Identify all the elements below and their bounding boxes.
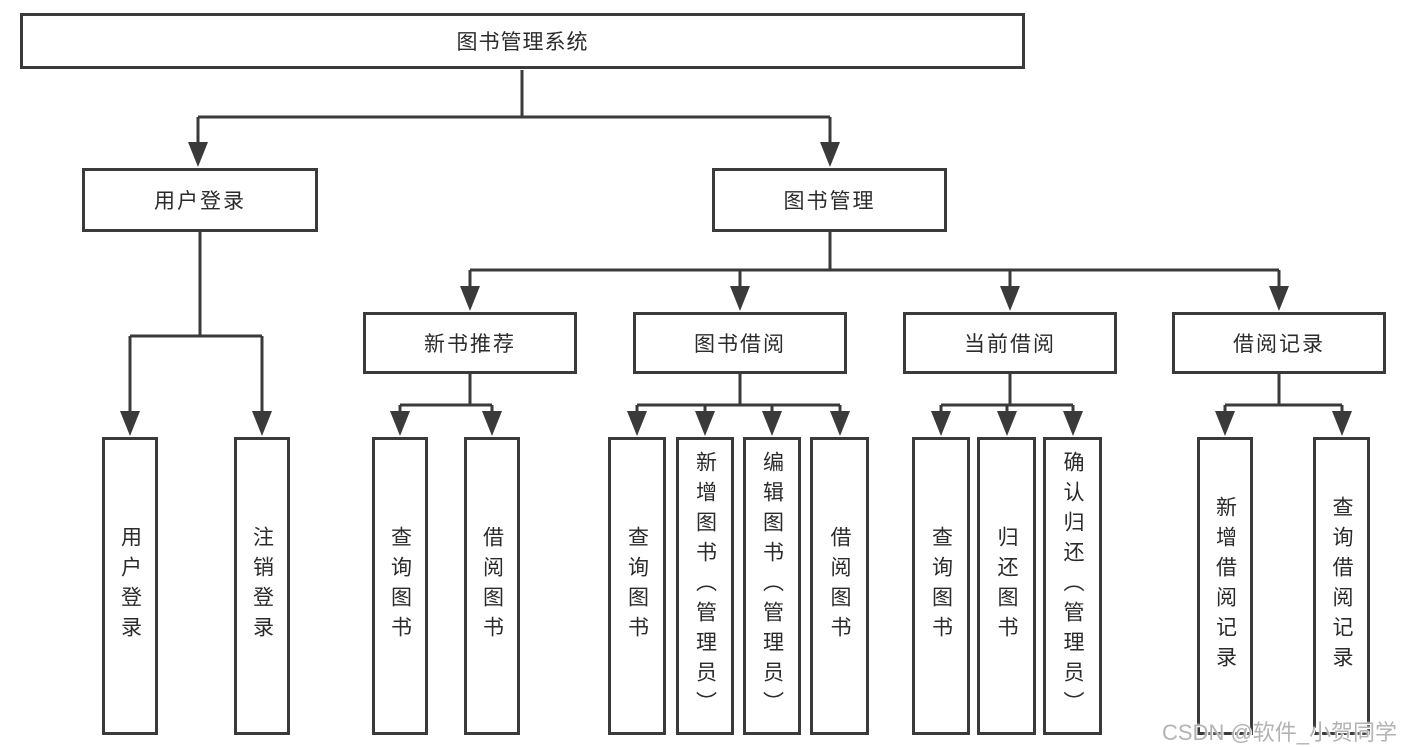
node-book-borrow: 图书借阅 bbox=[633, 312, 847, 374]
leaf-label: 用户登录 bbox=[118, 526, 142, 646]
leaf-add-book-admin: 新增图书（管理员） bbox=[676, 437, 734, 735]
connector-shafts bbox=[128, 70, 1344, 413]
node-new-book-recommend: 新书推荐 bbox=[363, 312, 577, 374]
leaf-query-books-current: 查询图书 bbox=[912, 437, 970, 735]
leaf-return-book: 归还图书 bbox=[977, 437, 1036, 735]
node-user-login: 用户登录 bbox=[82, 168, 318, 232]
leaf-label: 注销登录 bbox=[250, 526, 274, 646]
leaf-query-books-recommend: 查询图书 bbox=[372, 437, 428, 735]
leaf-label: 新增借阅记录 bbox=[1213, 496, 1237, 676]
leaf-query-borrow-record: 查询借阅记录 bbox=[1313, 437, 1370, 735]
watermark-text: CSDN @软件_小贺同学 bbox=[1162, 720, 1398, 745]
leaf-label: 借阅图书 bbox=[828, 526, 851, 646]
leaf-label: 查询借阅记录 bbox=[1330, 496, 1353, 676]
node-current-borrow: 当前借阅 bbox=[903, 312, 1117, 374]
leaf-confirm-return-admin: 确认归还（管理员） bbox=[1043, 437, 1102, 735]
leaf-add-borrow-record: 新增借阅记录 bbox=[1197, 437, 1253, 735]
leaf-query-books-borrow: 查询图书 bbox=[608, 437, 666, 735]
leaf-borrow-books-recommend: 借阅图书 bbox=[464, 437, 520, 735]
leaf-label: 新增图书（管理员） bbox=[693, 451, 717, 721]
leaf-user-login: 用户登录 bbox=[102, 437, 158, 735]
leaf-label: 查询图书 bbox=[929, 526, 953, 646]
leaf-borrow-books: 借阅图书 bbox=[810, 437, 869, 735]
leaf-edit-book-admin: 编辑图书（管理员） bbox=[743, 437, 801, 735]
leaf-label: 归还图书 bbox=[995, 526, 1018, 646]
leaf-label: 编辑图书（管理员） bbox=[760, 451, 784, 721]
leaf-label: 查询图书 bbox=[625, 526, 649, 646]
node-borrow-records: 借阅记录 bbox=[1172, 312, 1386, 374]
leaf-label: 查询图书 bbox=[388, 526, 412, 646]
node-book-management: 图书管理 bbox=[712, 168, 947, 232]
leaf-label: 借阅图书 bbox=[480, 526, 504, 646]
leaf-logout: 注销登录 bbox=[234, 437, 290, 735]
node-root-system: 图书管理系统 bbox=[20, 13, 1025, 69]
arrow-down-icons bbox=[120, 142, 1352, 436]
leaf-label: 确认归还（管理员） bbox=[1061, 451, 1084, 721]
